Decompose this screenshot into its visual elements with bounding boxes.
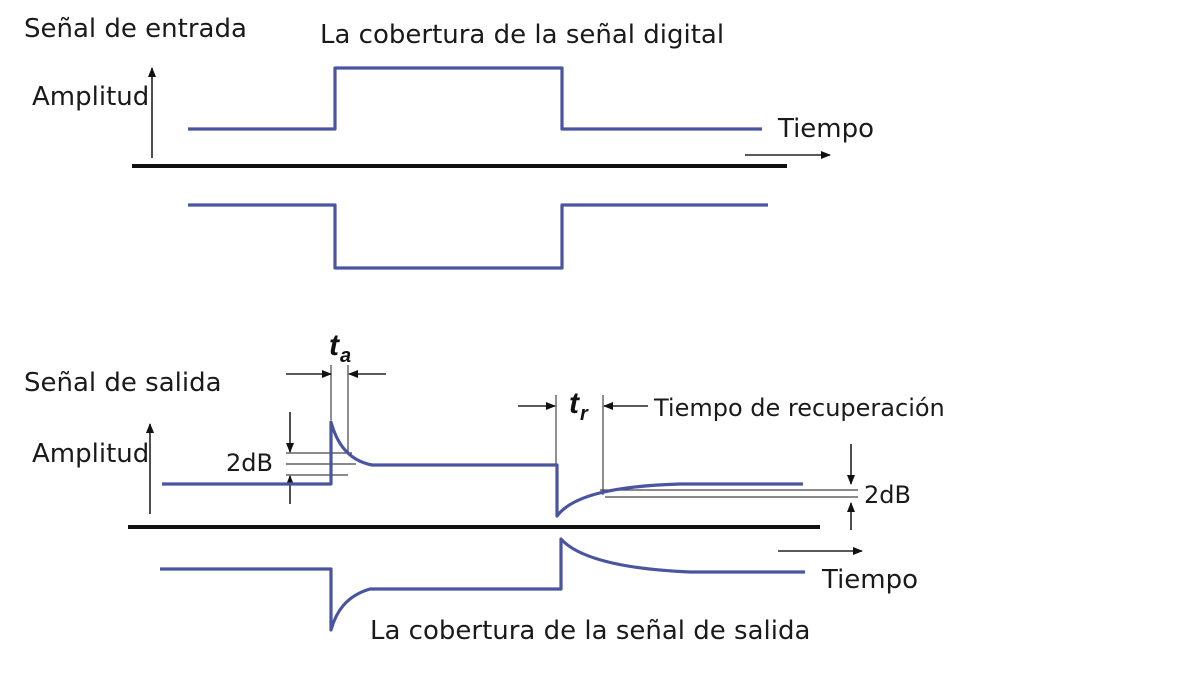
input-signal-panel: Señal de entrada La cobertura de la seña… xyxy=(24,14,874,270)
recovery-2db-label: 2dB xyxy=(864,481,911,509)
recovery-level-dimension xyxy=(600,444,858,530)
output-upper-envelope xyxy=(162,420,803,518)
output-envelope-caption: La cobertura de la señal de salida xyxy=(370,616,810,646)
output-time-label: Tiempo xyxy=(821,565,918,595)
recovery-time-symbol: tr xyxy=(569,387,589,425)
input-signal-title: Señal de entrada xyxy=(24,14,247,44)
recovery-time-label: Tiempo de recuperación xyxy=(653,394,945,422)
digital-envelope-title: La cobertura de la señal digital xyxy=(320,20,724,50)
input-lower-envelope xyxy=(188,203,768,270)
attack-time-symbol: ta xyxy=(329,329,351,367)
recovery-time-dimension xyxy=(518,395,648,495)
output-lower-envelope xyxy=(160,537,805,632)
output-signal-title: Señal de salida xyxy=(24,368,222,398)
input-amplitude-label: Amplitud xyxy=(32,82,149,112)
input-upper-envelope xyxy=(188,66,762,131)
attack-level-dimension xyxy=(286,412,356,504)
attack-2db-label: 2dB xyxy=(226,449,273,477)
output-amplitude-label: Amplitud xyxy=(32,439,149,469)
input-time-label: Tiempo xyxy=(777,114,874,144)
output-signal-panel: Señal de salida Amplitud Tiempo La cober… xyxy=(24,329,945,646)
attack-time-dimension xyxy=(286,365,386,452)
